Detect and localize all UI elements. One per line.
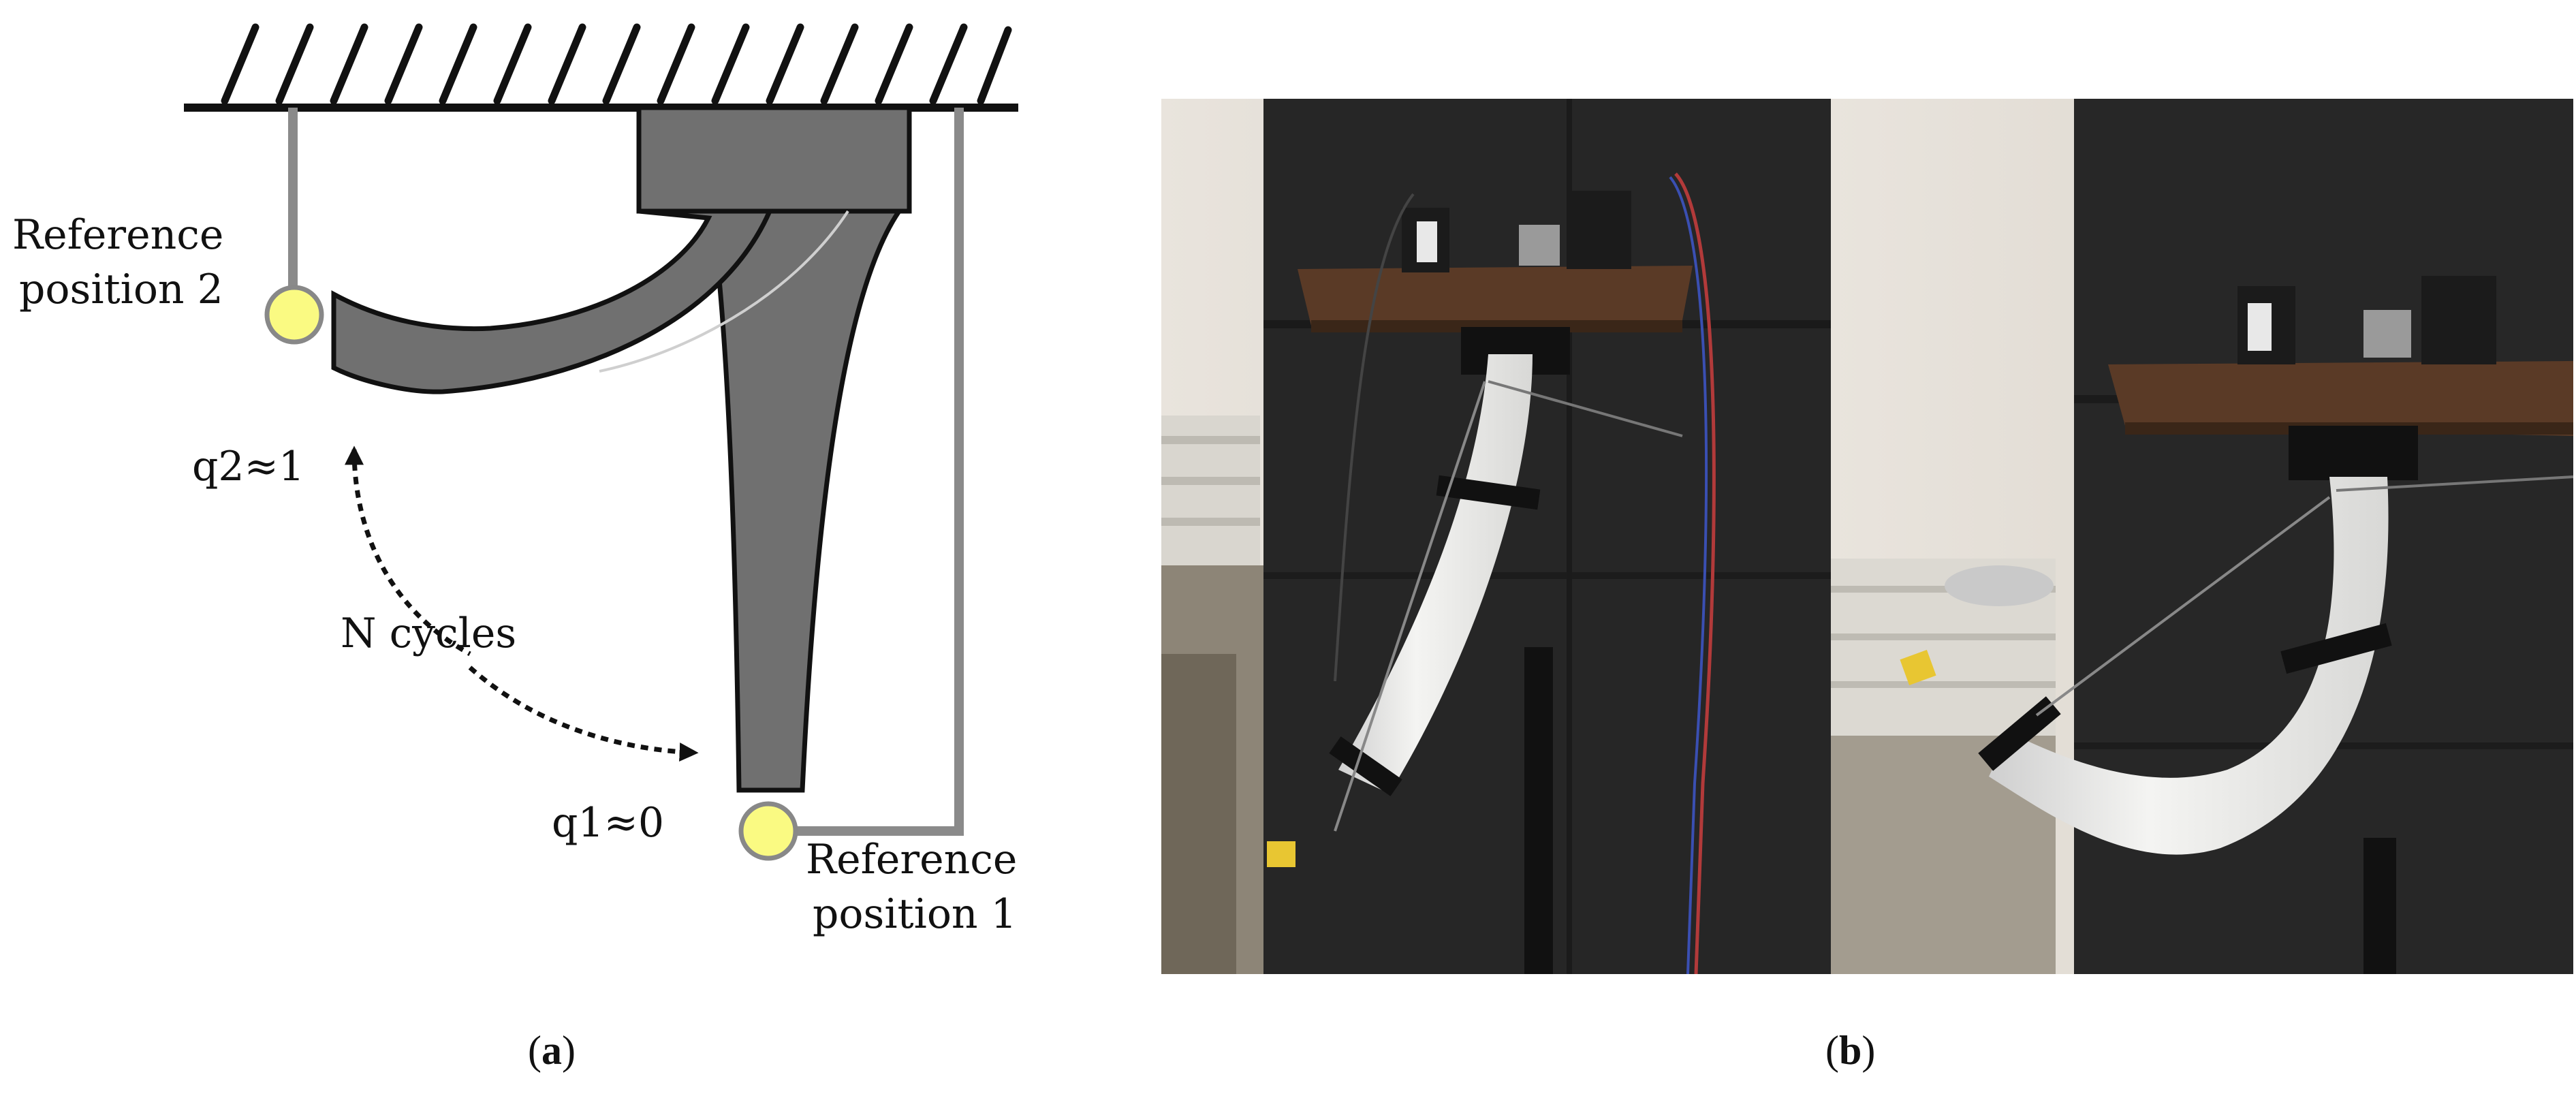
reference-1-support [797,108,964,836]
photo-bent [1831,99,2573,974]
reference-marker-1 [738,801,798,861]
ceiling-hatching [221,23,1012,105]
cycles-arrow-lower [468,666,699,762]
caption-b-letter: b [1838,1028,1862,1073]
actuator-bent [331,208,774,394]
q1-label: q1≈0 [552,799,664,847]
actuator-straight [709,208,904,793]
panel-a-diagram: Reference position 2 q2≈1 N cycles q1≈0 … [12,23,1018,938]
reference-marker-2 [264,285,324,345]
caption-a: (a) [528,1028,576,1073]
reference-position-2-label-line2: position 2 [19,266,223,313]
cycles-label: N cycles [341,610,516,657]
actuator-overlap-edge [599,210,849,373]
q2-label: q2≈1 [192,443,304,490]
reference-position-1-label-line1: Reference [806,836,1017,883]
actuator-mount [636,105,912,214]
caption-b: (b) [1825,1028,1876,1073]
cycles-arrow [345,445,471,657]
caption-a-letter: a [541,1028,562,1073]
reference-position-2-label-line1: Reference [12,211,223,259]
panel-b-photos [1161,99,2573,974]
photo-straight [1161,99,1831,974]
reference-position-1-label-line2: position 1 [813,890,1017,938]
